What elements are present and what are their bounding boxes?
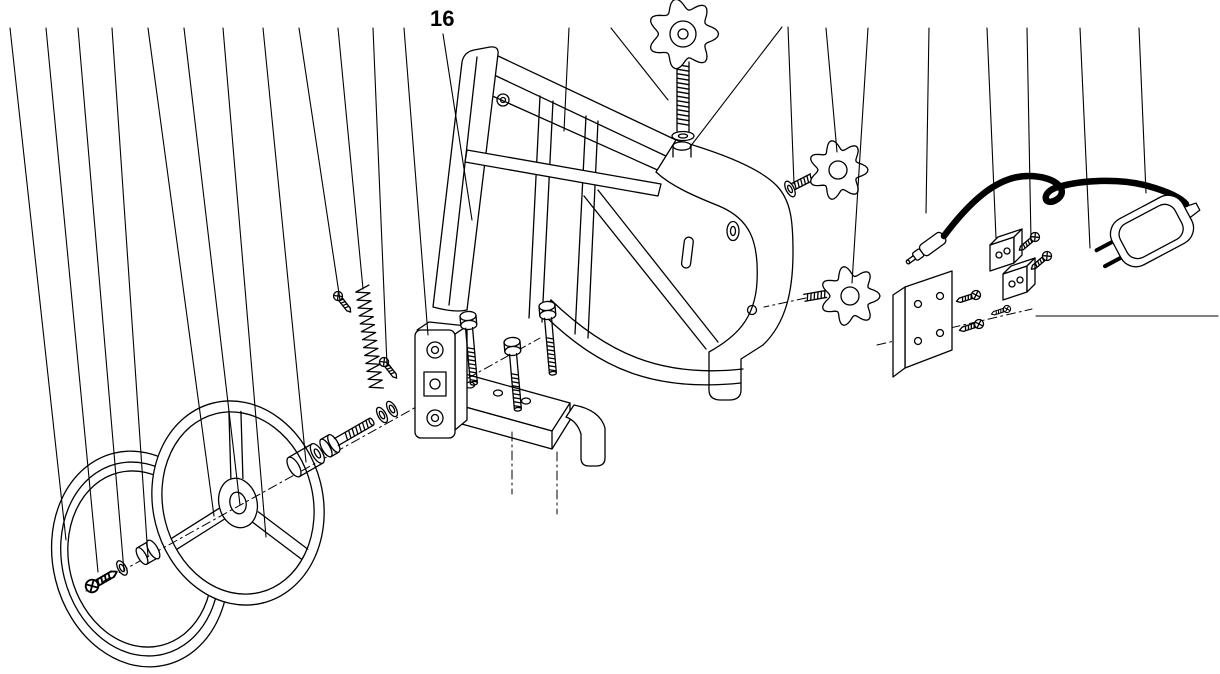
lower-lock-knob: [803, 266, 881, 326]
wheel-hub: [217, 477, 259, 529]
frame-lower-curve: [542, 313, 742, 386]
leader-line: [1079, 27, 1091, 249]
leader-line: [111, 27, 149, 558]
frame-lower-curve: [550, 299, 744, 372]
frame-boss: [726, 220, 740, 242]
axle-bolt: [319, 417, 375, 458]
leader-line: [563, 27, 570, 132]
upper-lock-knob: [784, 140, 869, 200]
main-frame: [432, 46, 794, 467]
leader-line: [1026, 27, 1032, 241]
plug-pins: [1094, 238, 1125, 269]
cable-connector: [905, 231, 947, 265]
tension-knob: [649, 0, 720, 142]
base-hole: [492, 389, 504, 397]
axle-washer: [385, 400, 399, 418]
knob-boss: [672, 141, 692, 151]
set-screw: [377, 355, 401, 382]
set-screw: [331, 289, 355, 316]
leader-line: [825, 27, 838, 153]
leader-line: [372, 27, 388, 366]
line-art: [9, 0, 1219, 668]
frame-brace: [583, 195, 707, 350]
leader-line: [925, 27, 930, 214]
axle-washer: [375, 406, 389, 424]
leader-line: [403, 27, 429, 336]
leader-line: [77, 27, 125, 572]
power-plug: [1094, 194, 1201, 269]
tension-spring: [355, 284, 385, 389]
leader-line: [183, 27, 241, 506]
mounting-bolt: [537, 300, 562, 377]
leader-line: [787, 26, 795, 185]
frame-crossbar: [464, 149, 662, 197]
leader-line: [1138, 27, 1147, 194]
power-cable: [940, 172, 1190, 240]
leader-line: [689, 26, 783, 148]
frame-hole: [746, 304, 758, 316]
bearing-block: [414, 321, 468, 439]
leader-line: [9, 27, 67, 541]
leader-line: [851, 27, 869, 284]
part-number-label: 16: [430, 6, 454, 31]
leader-line: [986, 27, 997, 239]
frame-hole: [496, 93, 510, 107]
band-wheel: [151, 400, 325, 606]
leader-line: [222, 27, 267, 538]
frame-brace: [597, 189, 719, 343]
frame-slot: [680, 236, 694, 269]
bracket-screw: [957, 317, 986, 336]
spacer-bushing: [286, 443, 326, 478]
leader-line: [45, 27, 99, 573]
leader-line: [147, 27, 215, 517]
knob-centerline: [763, 297, 807, 308]
leader-line-16: [442, 33, 473, 221]
leader-line: [262, 27, 307, 463]
frame-foot: [565, 404, 606, 467]
bracket-screw: [954, 288, 983, 307]
terminal-screw: [989, 303, 1013, 319]
wheel-spokes: [170, 410, 309, 560]
leader-line: [337, 27, 364, 290]
mounting-bracket: [892, 270, 953, 378]
leader-line: [610, 27, 669, 101]
frame-center-panel: [528, 95, 599, 339]
leader-line: [298, 27, 341, 301]
frame-right-arm: [655, 139, 794, 401]
leader-lines: [9, 26, 1219, 573]
base-hole: [520, 397, 532, 405]
knob-washer: [784, 180, 796, 198]
knob-washer: [671, 130, 695, 142]
